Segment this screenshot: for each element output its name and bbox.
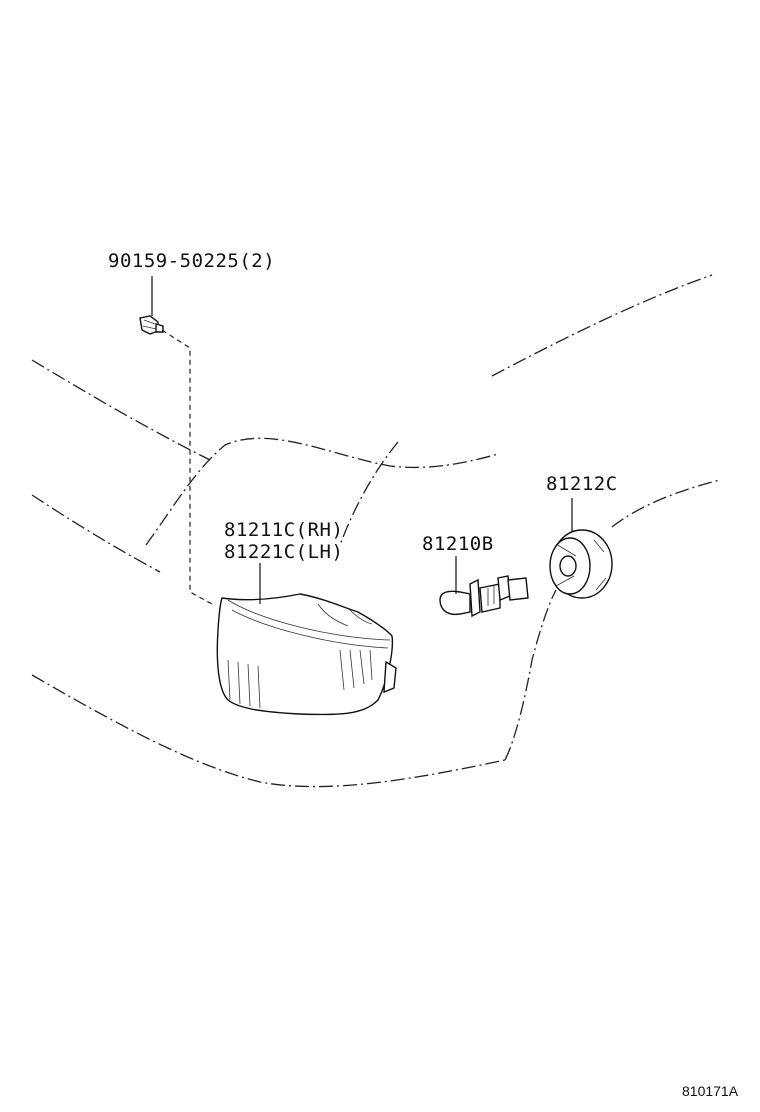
label-screw: 90159-50225(2) [108,250,275,272]
fog-lamp-part [216,593,397,716]
socket-part [549,529,613,599]
figure-id: 810171A [682,1083,739,1099]
label-lamp-rh: 81211C(RH) [224,519,343,541]
label-bulb: 81210B [422,533,494,555]
bulb-part [439,575,529,618]
label-lamp-lh: 81221C(LH) [224,541,343,563]
label-socket: 81212C [546,473,618,495]
screw-part [139,315,164,335]
leader-lines [151,276,573,604]
screw-install-path [161,329,213,605]
bumper-outline [31,274,721,788]
